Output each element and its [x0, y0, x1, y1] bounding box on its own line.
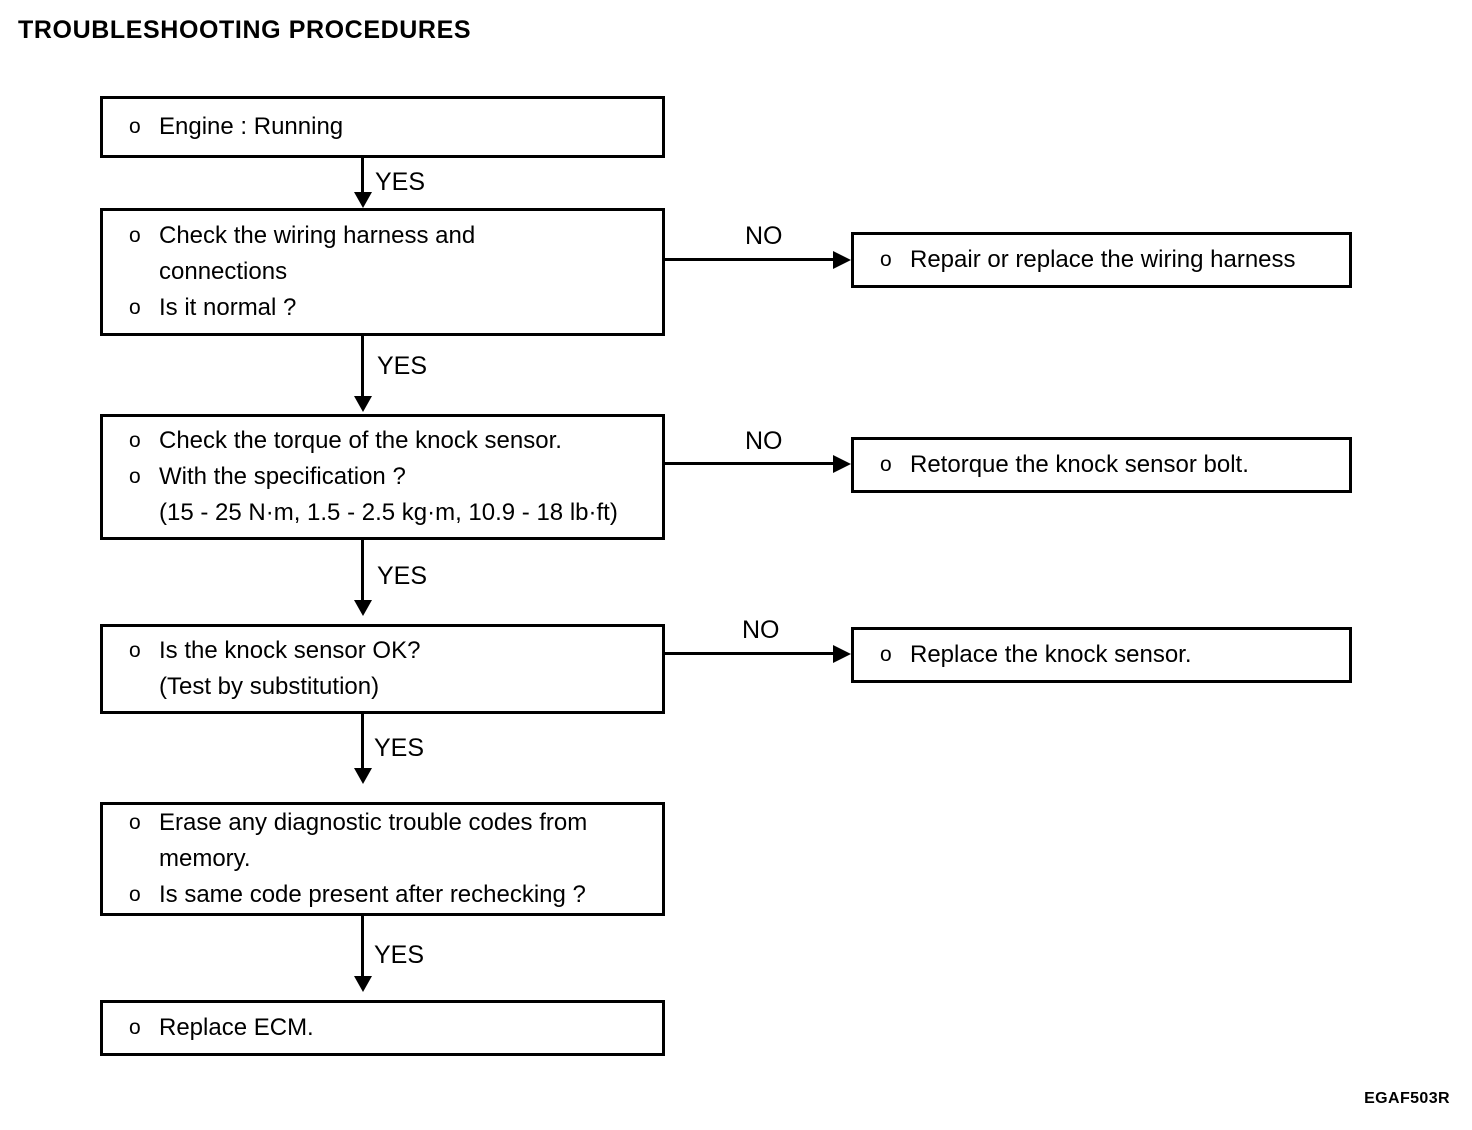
arrow-right-icon-3: [833, 645, 851, 663]
connector-line-5: [361, 916, 364, 978]
node-line: o Engine : Running: [129, 109, 652, 145]
node-line: o Check the torque of the knock sensor.: [129, 423, 652, 459]
node-line: o Is the knock sensor OK?: [129, 633, 652, 669]
arrow-down-icon-5: [354, 976, 372, 992]
bullet-marker: o: [880, 248, 892, 271]
node-line: o Repair or replace the wiring harness: [880, 242, 1339, 278]
node-line: o Check the wiring harness and: [129, 218, 652, 254]
edge-label-no-3: NO: [742, 616, 780, 644]
node-text: Repair or replace the wiring harness: [910, 246, 1296, 273]
bullet-marker: o: [129, 639, 141, 662]
node-text: Erase any diagnostic trouble codes from: [159, 809, 588, 836]
bullet-marker: o: [129, 224, 141, 247]
arrow-down-icon-2: [354, 396, 372, 412]
node-text: Check the torque of the knock sensor.: [159, 427, 562, 454]
node-line: o Replace ECM.: [129, 1010, 652, 1046]
node-line: o With the specification ?: [129, 459, 652, 495]
arrow-right-icon-2: [833, 455, 851, 473]
node-replace-knock-sensor[interactable]: o Replace the knock sensor.: [851, 627, 1352, 683]
node-check-knock-sensor-torque[interactable]: o Check the torque of the knock sensor. …: [100, 414, 665, 540]
node-line: o Retorque the knock sensor bolt.: [880, 447, 1339, 483]
arrow-right-icon-1: [833, 251, 851, 269]
node-repair-replace-wiring-harness[interactable]: o Repair or replace the wiring harness: [851, 232, 1352, 288]
node-text: Retorque the knock sensor bolt.: [910, 451, 1249, 478]
node-text: Is the knock sensor OK?: [159, 637, 421, 664]
node-text: Is it normal ?: [159, 294, 297, 321]
edge-label-yes-1: YES: [375, 168, 426, 196]
node-text: Is same code present after rechecking ?: [159, 881, 586, 908]
node-text-continuation: connections: [159, 258, 288, 285]
node-text: Engine : Running: [159, 113, 344, 140]
bullet-marker: o: [129, 1016, 141, 1039]
edge-label-yes-4: YES: [374, 734, 425, 762]
connector-line-2: [361, 336, 364, 398]
connector-line-1: [361, 158, 364, 194]
node-check-wiring-harness[interactable]: o Check the wiring harness and connectio…: [100, 208, 665, 336]
edge-label-yes-5: YES: [374, 941, 425, 969]
bullet-marker: o: [880, 453, 892, 476]
node-retorque-knock-sensor-bolt[interactable]: o Retorque the knock sensor bolt.: [851, 437, 1352, 493]
node-line: o Erase any diagnostic trouble codes fro…: [129, 805, 652, 841]
arrow-down-icon-1: [354, 192, 372, 208]
arrow-down-icon-4: [354, 768, 372, 784]
node-line: o Is same code present after rechecking …: [129, 877, 652, 913]
node-text: Replace the knock sensor.: [910, 641, 1192, 668]
edge-label-yes-3: YES: [377, 562, 428, 590]
node-text: With the specification ?: [159, 463, 406, 490]
node-engine-running[interactable]: o Engine : Running: [100, 96, 665, 158]
connector-line-3: [361, 540, 364, 602]
page-title: TROUBLESHOOTING PROCEDURES: [18, 16, 472, 44]
node-text-continuation: memory.: [159, 845, 251, 872]
bullet-marker: o: [880, 643, 892, 666]
branch-line-no-1: [665, 258, 833, 261]
bullet-marker: o: [129, 429, 141, 452]
branch-line-no-3: [665, 652, 833, 655]
node-line: o Replace the knock sensor.: [880, 637, 1339, 673]
node-text-torque-spec: (15 - 25 N·m, 1.5 - 2.5 kg·m, 10.9 - 18 …: [159, 499, 618, 526]
edge-label-yes-2: YES: [377, 352, 428, 380]
node-erase-trouble-codes[interactable]: o Erase any diagnostic trouble codes fro…: [100, 802, 665, 916]
edge-label-no-2: NO: [745, 427, 783, 455]
branch-line-no-2: [665, 462, 833, 465]
bullet-marker: o: [129, 883, 141, 906]
node-text: Replace ECM.: [159, 1014, 314, 1041]
bullet-marker: o: [129, 465, 141, 488]
bullet-marker: o: [129, 811, 141, 834]
arrow-down-icon-3: [354, 600, 372, 616]
node-line: o Is it normal ?: [129, 290, 652, 326]
node-text-continuation: (Test by substitution): [159, 673, 380, 700]
edge-label-no-1: NO: [745, 222, 783, 250]
connector-line-4: [361, 714, 364, 770]
node-text: Check the wiring harness and: [159, 222, 476, 249]
bullet-marker: o: [129, 115, 141, 138]
node-replace-ecm[interactable]: o Replace ECM.: [100, 1000, 665, 1056]
node-is-knock-sensor-ok[interactable]: o Is the knock sensor OK? (Test by subst…: [100, 624, 665, 714]
figure-reference-code: EGAF503R: [1364, 1090, 1450, 1107]
bullet-marker: o: [129, 296, 141, 319]
